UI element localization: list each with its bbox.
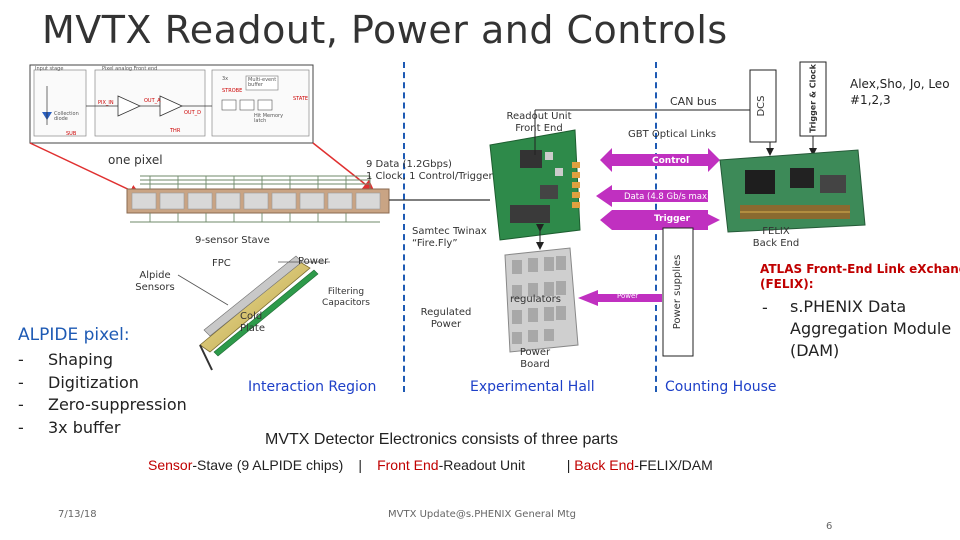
pc-hit-memory: Hit Memory latch — [254, 113, 284, 124]
felix-board — [719, 149, 866, 233]
sphenix-dam-text: s.PHENIX Data Aggregation Module (DAM) — [790, 297, 952, 360]
regulated-power-label: Regulated Power — [420, 307, 472, 330]
authors-note: Alex,Sho, Jo, Leo #1,2,3 — [850, 77, 950, 107]
alpide-pointer — [177, 274, 229, 306]
dcs-label: DCS — [756, 95, 767, 117]
pc-buffer: 3x — [222, 76, 229, 82]
power-supplies-box — [662, 227, 694, 357]
pc-pix-in: PIX_IN — [98, 100, 114, 106]
trigger-arrow — [600, 210, 720, 230]
alpide-item: -Shaping — [18, 350, 113, 369]
pc-out-a: OUT_A — [144, 98, 161, 104]
footer-center: MVTX Update@s.PHENIX General Mtg — [388, 509, 577, 520]
slide-title: MVTX Readout, Power and Controls — [42, 8, 728, 52]
nine-sensor-stave-label: 9-sensor Stave — [195, 235, 270, 246]
data-arrow — [596, 185, 708, 207]
experimental-hall-label: Experimental Hall — [470, 379, 595, 395]
sensor-stave — [126, 175, 490, 223]
can-bus-label: CAN bus — [670, 95, 717, 108]
separator-interaction-hall — [403, 62, 405, 392]
footer-date: 7/13/18 — [58, 509, 97, 520]
power-arrow — [578, 290, 662, 306]
pc-sub: SUB — [66, 131, 77, 137]
atlas-felix-text: ATLAS Front-End Link eXchange (FELIX): — [760, 262, 960, 291]
pc-front-end: Pixel analog Front end — [102, 66, 158, 72]
dam-dash: - — [762, 298, 768, 317]
trigger-arrow-label: Trigger — [654, 214, 691, 224]
power-label: Power — [298, 256, 329, 267]
interaction-region-label: Interaction Region — [248, 379, 377, 395]
power-board — [504, 247, 579, 353]
power-arrow-label: Power — [617, 292, 639, 300]
alpide-pixel-heading: ALPIDE pixel: — [18, 325, 130, 345]
regulators-label: regulators — [510, 294, 561, 305]
filtering-caps-label: Filtering Capacitors — [322, 287, 370, 308]
samtec-label: Samtec Twinax “Fire.Fly” — [412, 226, 487, 249]
one-pixel-label: one pixel — [108, 153, 163, 167]
data-lines-label: 9 Data (1.2Gbps) 1 Clock, 1 Control/Trig… — [366, 159, 493, 182]
readout-unit-board — [489, 128, 581, 241]
summary-parts: Sensor-Stave (9 ALPIDE chips) | Front En… — [148, 457, 713, 473]
zoom-line-left — [29, 142, 142, 196]
alpide-pixel-list: -Shaping -Digitization -Zero-suppression… — [18, 349, 187, 439]
pc-input-stage: Input stage — [35, 66, 64, 72]
gbt-links-label: GBT Optical Links — [628, 129, 717, 140]
part-sensor: Sensor — [148, 457, 193, 473]
power-supplies-label: Power supplies — [672, 254, 683, 330]
pc-collection-diode: Collection diode — [54, 111, 79, 122]
pc-multi-event: Multi-event buffer — [248, 77, 277, 88]
pc-strobe: STROBE — [222, 88, 243, 94]
alpide-sensors-label: Alpide Sensors — [135, 270, 175, 293]
cold-plate-label: Cold Plate — [240, 311, 266, 334]
control-arrow-label: Control — [652, 156, 690, 166]
summary-headline: MVTX Detector Electronics consists of th… — [265, 431, 619, 448]
data-arrow-label: Data (4.8 Gb/s max) — [624, 192, 711, 202]
stave-assembly-3d — [199, 255, 319, 371]
part-front-end: Front End — [377, 457, 439, 473]
readout-unit-label: Readout Unit Front End — [506, 111, 572, 134]
power-board-label: Power Board — [519, 347, 551, 370]
pc-state: STATE — [293, 96, 309, 102]
part-back-end: Back End — [574, 457, 635, 473]
pixel-circuit-schematic — [29, 64, 314, 144]
dcs-box — [749, 69, 777, 143]
trigger-clock-label: Trigger & Clock — [808, 64, 818, 133]
alpide-item: -3x buffer — [18, 417, 121, 437]
pc-out-d: OUT_D — [184, 110, 201, 116]
alpide-item: -Zero-suppression — [18, 395, 187, 414]
trigger-clock-box — [799, 61, 827, 137]
pc-thr: THR — [170, 128, 181, 134]
control-arrow — [600, 148, 720, 172]
footer-page: 6 — [826, 521, 833, 532]
fpc-label: FPC — [212, 258, 231, 269]
zoom-line-right — [312, 142, 375, 192]
felix-label: FELIX Back End — [752, 226, 800, 249]
alpide-item: -Digitization — [18, 372, 139, 392]
counting-house-label: Counting House — [665, 379, 777, 395]
